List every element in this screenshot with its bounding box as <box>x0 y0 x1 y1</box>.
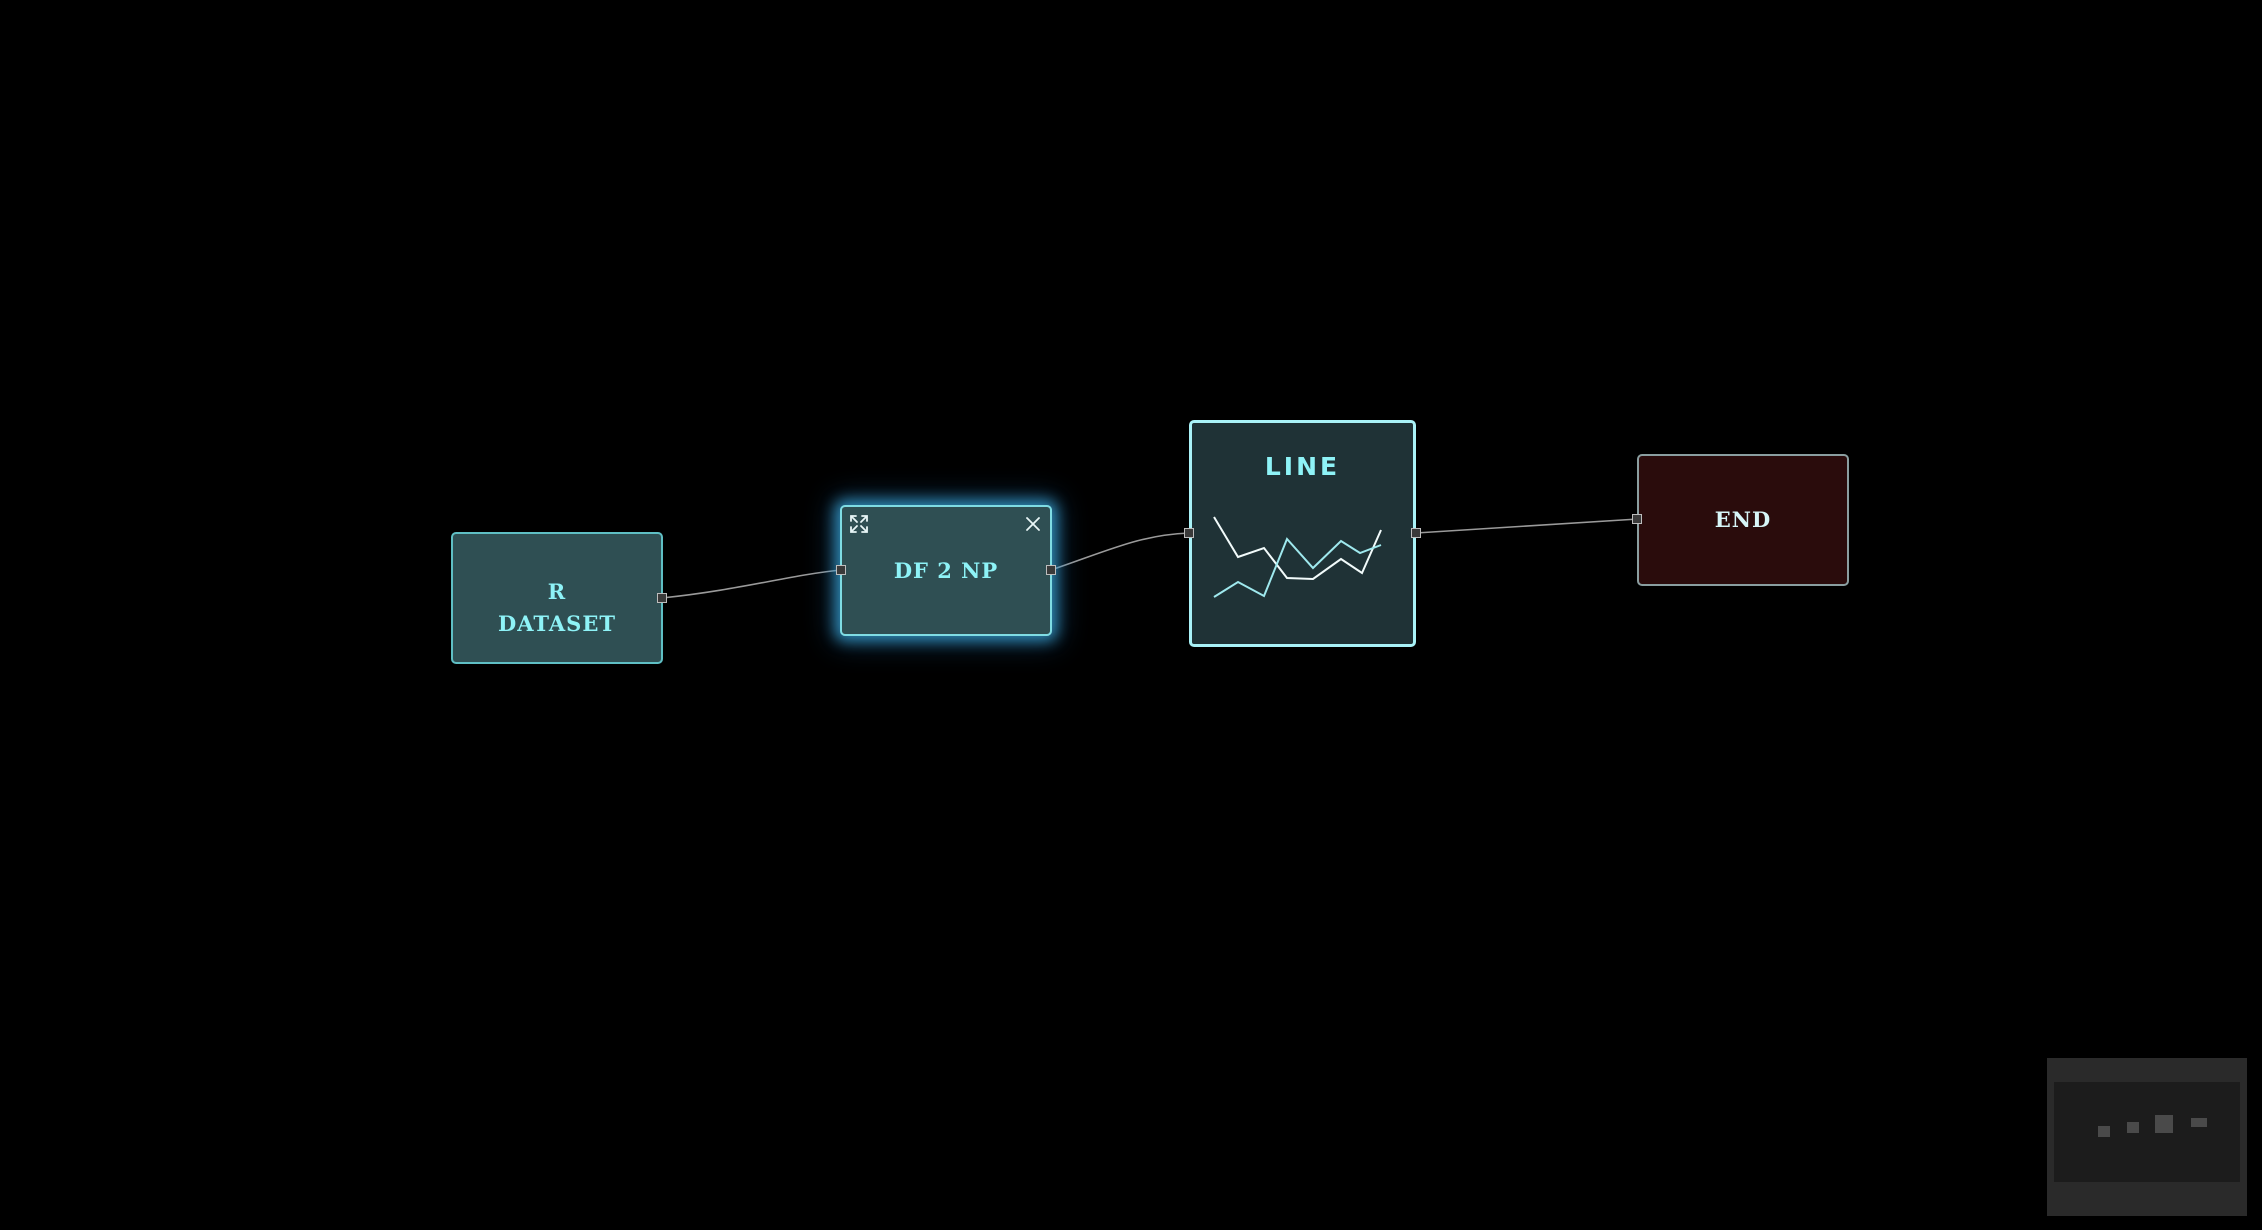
minimap-viewport[interactable] <box>2054 1082 2240 1182</box>
node-r-dataset-label-line-2: DATASET <box>498 611 616 636</box>
minimap-node-df2np <box>2127 1122 2139 1133</box>
node-line-input-port[interactable] <box>1184 528 1194 538</box>
minimap-node-end <box>2191 1118 2207 1127</box>
node-r-dataset-output-port[interactable] <box>657 593 667 603</box>
minimap-node-r-dataset <box>2098 1126 2110 1137</box>
minimap-node-line <box>2155 1115 2173 1133</box>
node-df2np-output-port[interactable] <box>1046 565 1056 575</box>
node-line-output-port[interactable] <box>1411 528 1421 538</box>
node-end[interactable]: END <box>1637 454 1849 586</box>
node-df2np-expand-button[interactable] <box>847 512 871 536</box>
node-df2np-label: DF 2 NP <box>893 557 999 583</box>
node-end-input-port[interactable] <box>1632 514 1642 524</box>
node-r-dataset[interactable]: R DATASET <box>451 532 663 664</box>
connection-df2np-to-line[interactable] <box>1050 532 1190 571</box>
node-df2np-input-port[interactable] <box>836 565 846 575</box>
node-r-dataset-label-line-1: R <box>547 579 567 604</box>
node-df2np[interactable]: DF 2 NP <box>840 505 1052 636</box>
node-line-label: LINE <box>1264 452 1341 481</box>
node-df2np-close-button[interactable] <box>1021 512 1045 536</box>
node-end-label: END <box>1714 507 1772 532</box>
line-chart-icon <box>1213 516 1382 598</box>
node-line[interactable]: LINE <box>1189 420 1416 647</box>
close-icon <box>1026 517 1040 531</box>
expand-icon <box>850 515 868 533</box>
connection-dataset-to-df2np[interactable] <box>661 569 842 599</box>
connection-line-to-end[interactable] <box>1415 518 1639 534</box>
minimap[interactable] <box>2047 1058 2247 1216</box>
